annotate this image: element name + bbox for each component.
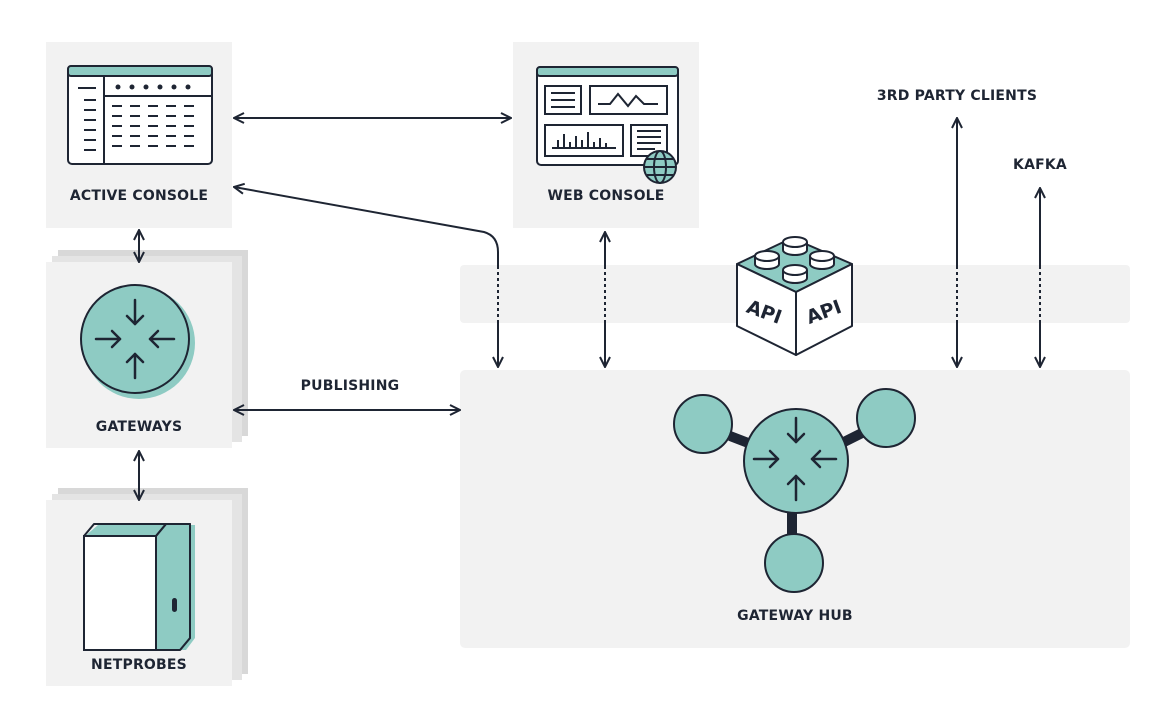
server-icon [83, 523, 195, 651]
publishing-label: PUBLISHING [300, 378, 400, 394]
hub-spoke-node-bottom [764, 533, 824, 593]
spreadsheet-icon [67, 65, 213, 165]
arrow-active-console-to-hub [234, 187, 499, 266]
globe-icon [643, 150, 677, 184]
gateways-label: GATEWAYS [95, 419, 183, 435]
kafka-label: KAFKA [1013, 157, 1067, 173]
third-party-clients-label: 3RD PARTY CLIENTS [876, 88, 1038, 104]
hub-network-icon [673, 388, 916, 593]
active-console-node[interactable] [46, 42, 232, 228]
web-console-node[interactable] [513, 42, 699, 228]
gateway-hub-label: GATEWAY HUB [737, 608, 853, 624]
netprobes-label: NETPROBES [91, 657, 187, 673]
hub-spoke-node-left [673, 394, 733, 454]
active-console-label: ACTIVE CONSOLE [69, 188, 209, 204]
router-icon [80, 284, 195, 399]
dashboard-icon [536, 66, 679, 166]
api-block-icon: API API [736, 236, 853, 356]
gateways-node[interactable] [46, 250, 248, 448]
hub-spoke-node-right [856, 388, 916, 448]
web-console-label: WEB CONSOLE [547, 188, 665, 204]
netprobes-node[interactable] [46, 488, 248, 686]
